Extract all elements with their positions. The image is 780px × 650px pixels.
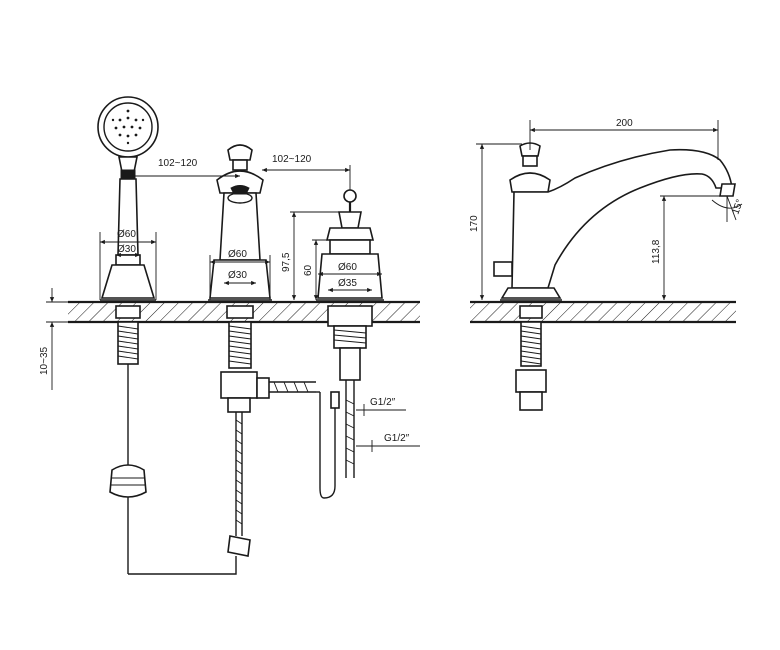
threaded-shank-hand-shower [115, 305, 141, 380]
spout-side [493, 142, 736, 411]
dim-spout-angle [711, 195, 743, 222]
label-deck-thickness: 10~35 [39, 346, 50, 375]
label-hand-shower-phi60: Ø60 [117, 229, 136, 240]
label-valve-phi35: Ø35 [338, 278, 357, 289]
dim-valve-diameters [318, 271, 382, 293]
deck-right [470, 300, 736, 324]
dim-deck-thickness [46, 288, 68, 390]
label-spout-outlet-height: 113,8 [651, 239, 662, 264]
dim-spout-span [262, 165, 351, 190]
diverter-hose [235, 377, 316, 536]
dim-hand-shower-diameters [99, 232, 157, 300]
label-valve-height: 97,5 [281, 252, 292, 272]
threaded-shank-valve [327, 305, 373, 381]
dim-valve-heights [290, 211, 340, 300]
dim-thread-callouts [356, 404, 420, 452]
label-hand-shower-phi30: Ø30 [117, 244, 136, 255]
label-thread-lower: G1/2″ [384, 433, 410, 444]
label-spout-height: 170 [469, 215, 480, 232]
label-thread-upper: G1/2″ [370, 397, 396, 408]
label-spout-phi60: Ø60 [228, 249, 247, 260]
valve-supply-pipes [316, 380, 355, 499]
label-valve-phi60: Ø60 [338, 262, 357, 273]
dim-spout-diameters [209, 255, 271, 300]
label-hand-shower-span: 102~120 [158, 158, 198, 169]
label-spout-angle: 15° [730, 198, 746, 216]
label-spout-reach: 200 [616, 118, 633, 129]
label-spout-span: 102~120 [272, 154, 312, 165]
shower-hose [109, 380, 251, 575]
dim-spout-reach [529, 120, 719, 160]
hand-shower [97, 96, 159, 301]
dim-spout-height [476, 143, 522, 300]
dim-spout-outlet-height [660, 195, 720, 300]
shower-head-nozzles [111, 109, 145, 145]
label-valve-base-height: 60 [303, 264, 314, 276]
label-spout-phi30: Ø30 [228, 270, 247, 281]
threaded-shank-spout [220, 305, 258, 413]
